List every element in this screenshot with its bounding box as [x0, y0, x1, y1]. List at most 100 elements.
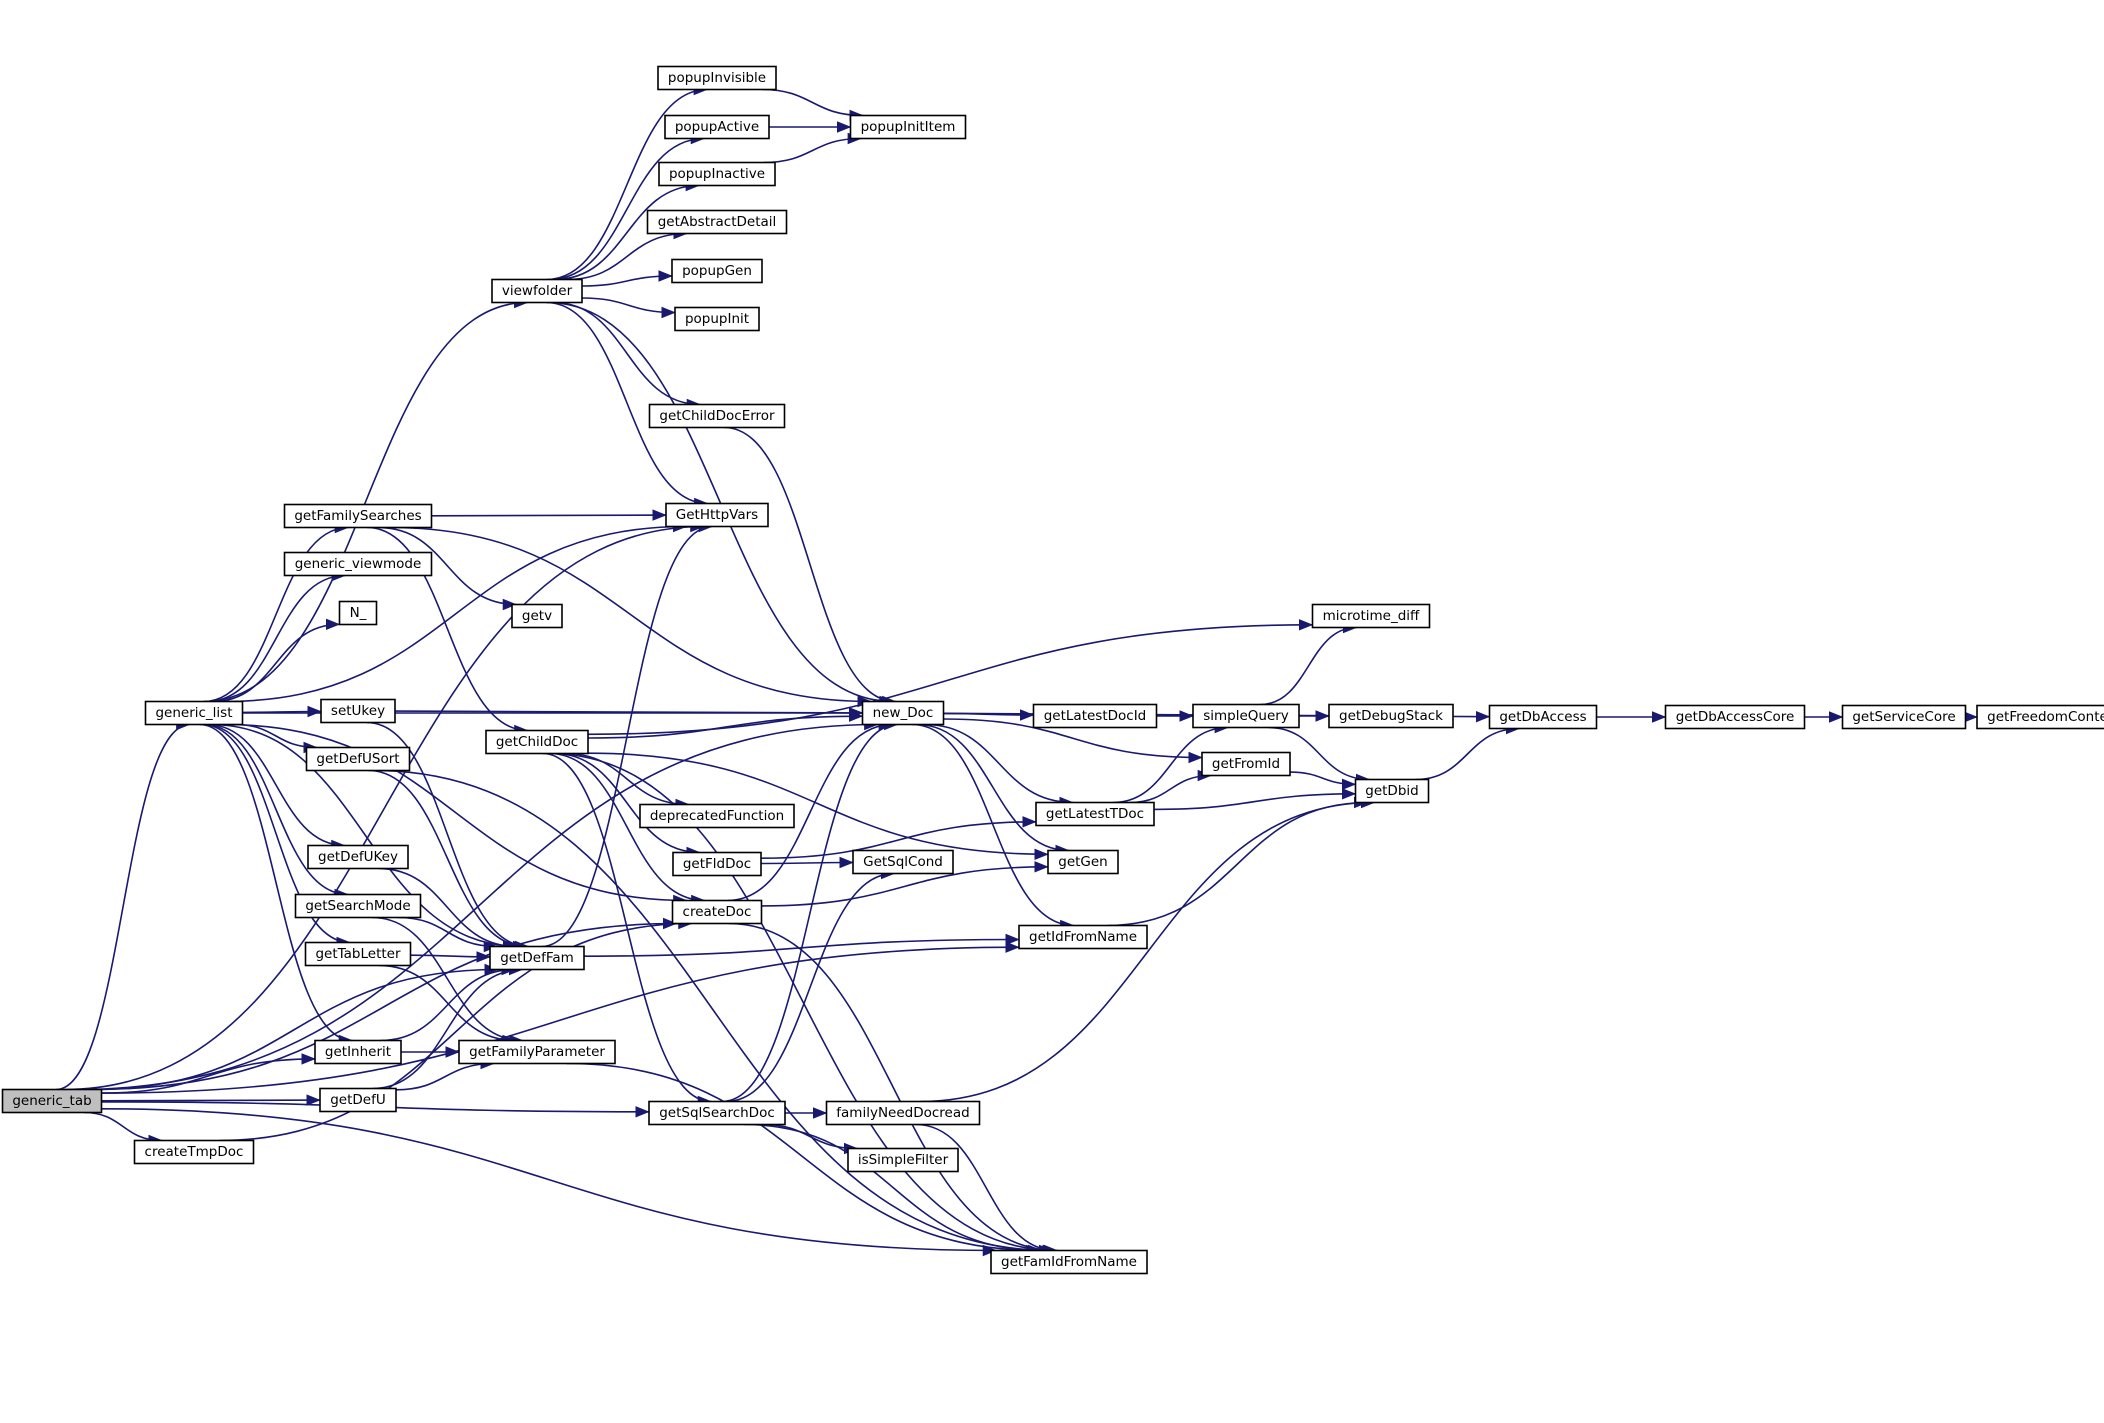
edge-getsqlsearchdoc-to-getsqlcond [725, 867, 896, 1103]
node-box [671, 899, 763, 925]
node-getfamidfromname[interactable]: getFamIdFromName [990, 1249, 1148, 1275]
node-popupinititem[interactable]: popupInitItem [849, 114, 967, 140]
node-getlatestdocid[interactable]: getLatestDocId [1032, 703, 1158, 729]
node-popupgen[interactable]: popupGen [671, 258, 763, 284]
node-getfamilysearches[interactable]: getFamilySearches [283, 503, 433, 529]
node-label: deprecatedFunction [650, 808, 784, 824]
edge-getchilddoc-to-getfamidfromname [548, 752, 1058, 1257]
node-popupinvisible[interactable]: popupInvisible [657, 65, 777, 91]
node-viewfolder[interactable]: viewfolder [491, 278, 583, 304]
node-getdeffam[interactable]: getDefFam [489, 945, 585, 971]
node-box [1354, 778, 1430, 804]
node-getlatesttdoc[interactable]: getLatestTDoc [1035, 801, 1155, 827]
node-getdefusort[interactable]: getDefUSort [305, 746, 411, 772]
node-createtmpdoc[interactable]: createTmpDoc [133, 1139, 255, 1165]
edge-getlatesttdoc-to-getdbid [1153, 788, 1357, 811]
node-gettabletter[interactable]: getTabLetter [304, 941, 412, 967]
edge-getdeffam-to-gethttpvars [541, 520, 714, 948]
node-getsqlsearchdoc[interactable]: getSqlSearchDoc [648, 1100, 786, 1126]
node-box [144, 700, 244, 726]
node-generic-tab[interactable]: generic_tab [1, 1088, 103, 1114]
node-label: getFreedomContext [1987, 709, 2104, 725]
node-box [665, 502, 769, 528]
node-setukey[interactable]: setUkey [320, 698, 396, 724]
edge-getsqlsearchdoc-to-new_doc [722, 718, 899, 1103]
node-getfromid[interactable]: getFromId [1201, 751, 1291, 777]
node-getdbaccess[interactable]: getDbAccess [1488, 704, 1598, 730]
node-getflddoc[interactable]: getFldDoc [672, 851, 762, 877]
node-popupinit[interactable]: popupInit [674, 306, 760, 332]
node-familyneeddocread[interactable]: familyNeedDocread [825, 1100, 981, 1126]
edge-getchilddoc-to-getgen [587, 752, 1049, 861]
node-getservicecore[interactable]: getServiceCore [1841, 704, 1967, 730]
node-label: getSqlSearchDoc [659, 1105, 775, 1121]
node-box [485, 729, 589, 755]
node-getfamilyparameter[interactable]: getFamilyParameter [458, 1039, 616, 1065]
node-label: getDbid [1365, 783, 1418, 799]
node-getchilddocerror[interactable]: getChildDocError [648, 403, 786, 429]
edge-viewfolder-to-getabstractdetail [566, 227, 688, 281]
node-getabstractdetail[interactable]: getAbstractDetail [646, 209, 788, 235]
node-box [1035, 801, 1155, 827]
node-label: GetHttpVars [676, 507, 758, 523]
edge-getfamilysearches-to-getv [378, 526, 518, 611]
node-getgen[interactable]: getGen [1047, 849, 1119, 875]
node-label: getGen [1058, 854, 1108, 870]
edge-viewfolder-to-popupinvisible [546, 83, 709, 281]
node-getidfromname[interactable]: getIdFromName [1018, 924, 1148, 950]
node-box [664, 114, 770, 140]
node-label: generic_viewmode [295, 556, 422, 572]
node-getdefukey[interactable]: getDefUKey [307, 844, 409, 870]
node-box [646, 209, 788, 235]
node-getdebugstack[interactable]: getDebugStack [1328, 703, 1454, 729]
edge-getchilddoc-to-new_doc [587, 710, 864, 739]
edge-getchilddoc-to-getflddoc [553, 752, 701, 859]
node-getdbaccesscore[interactable]: getDbAccessCore [1664, 704, 1806, 730]
node-microtime-diff[interactable]: microtime_diff [1311, 603, 1431, 629]
node-generic-viewmode[interactable]: generic_viewmode [283, 551, 433, 577]
edge-popupinvisible-to-popupinititem [761, 88, 864, 122]
node-deprecatedfunction[interactable]: deprecatedFunction [639, 803, 795, 829]
node-popupinactive[interactable]: popupInactive [658, 161, 776, 187]
node-label: getLatestTDoc [1046, 806, 1144, 822]
node-label: familyNeedDocread [836, 1105, 969, 1121]
node-box [990, 1249, 1148, 1275]
node-createdoc[interactable]: createDoc [671, 899, 763, 925]
node-getsearchmode[interactable]: getSearchMode [294, 893, 422, 919]
node-box [283, 551, 433, 577]
node-label: getLatestDocId [1044, 708, 1147, 724]
node-label: getDefUSort [316, 751, 399, 767]
node-getdbid[interactable]: getDbid [1354, 778, 1430, 804]
node-box [648, 1100, 786, 1126]
node-getsqlcond[interactable]: GetSqlCond [852, 849, 954, 875]
node-label: isSimpleFilter [858, 1152, 949, 1168]
node-getfreedomcontext[interactable]: getFreedomContext [1976, 704, 2104, 730]
edge-setukey-to-getdeffam [366, 721, 530, 953]
node-getchilddoc[interactable]: getChildDoc [485, 729, 589, 755]
node-box [491, 278, 583, 304]
node-box [1018, 924, 1148, 950]
edge-generic_list-to-viewfolder [203, 296, 529, 703]
node-getinherit[interactable]: getInherit [314, 1039, 402, 1065]
edge-generic_list-to-getsearchmode [203, 723, 349, 901]
edge-generic_list-to-generic_viewmode [206, 569, 347, 703]
node-popupactive[interactable]: popupActive [664, 114, 770, 140]
node-gethttpvars[interactable]: GetHttpVars [665, 502, 769, 528]
node-box [1201, 751, 1291, 777]
edge-generic_tab-to-getinherit [101, 1053, 316, 1094]
node-box [489, 945, 585, 971]
node-new-doc[interactable]: new_Doc [861, 700, 945, 726]
node-label: getDbAccessCore [1676, 709, 1795, 725]
node-label: new_Doc [873, 705, 934, 721]
node-issimplefilter[interactable]: isSimpleFilter [847, 1147, 959, 1173]
node-simplequery[interactable]: simpleQuery [1192, 703, 1300, 729]
edge-new_doc-to-getgen [916, 723, 1070, 857]
node-getv[interactable]: getv [511, 603, 563, 629]
edge-viewfolder-to-gethttpvars [546, 301, 709, 510]
node-label: microtime_diff [1323, 608, 1420, 624]
node-generic-list[interactable]: generic_list [144, 700, 244, 726]
node-n-[interactable]: N_ [338, 600, 378, 626]
node-getdefu[interactable]: getDefU [319, 1087, 397, 1113]
node-label: generic_tab [12, 1093, 91, 1109]
